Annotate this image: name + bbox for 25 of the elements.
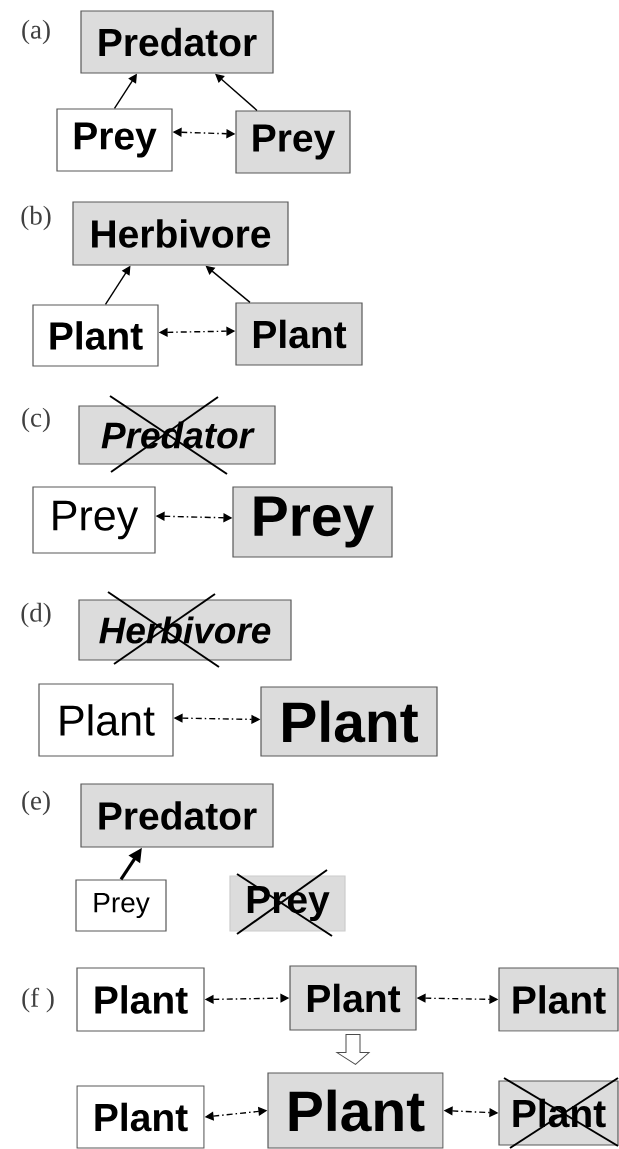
species-box: Plant (32, 304, 159, 367)
species-box: Prey (56, 108, 173, 172)
arrow (215, 73, 258, 112)
panel-label: (b) (21, 205, 51, 231)
species-box: Predator (80, 10, 274, 74)
species-box: Plant (235, 302, 363, 366)
panel-label: (e) (22, 790, 50, 816)
species-box: Plant (76, 1085, 205, 1149)
species-box: Plant (38, 683, 174, 757)
panel-label: (c) (22, 407, 50, 433)
panel-label: (f ) (22, 987, 54, 1013)
species-box: Prey (235, 110, 351, 174)
species-box: Plant (260, 686, 438, 757)
species-box: Plant (289, 965, 417, 1031)
species-box: Prey (232, 486, 393, 558)
species-box: Herbivore (72, 201, 289, 266)
panel-label: (d) (21, 602, 51, 628)
species-box: Plant (498, 967, 619, 1032)
species-box: Prey (32, 486, 156, 554)
block-arrow (336, 1034, 370, 1065)
species-box: Plant (267, 1072, 444, 1149)
species-box: Prey (75, 879, 167, 932)
panel-label: (a) (22, 19, 50, 45)
species-box: Plant (76, 967, 205, 1032)
species-box: Predator (80, 783, 274, 848)
